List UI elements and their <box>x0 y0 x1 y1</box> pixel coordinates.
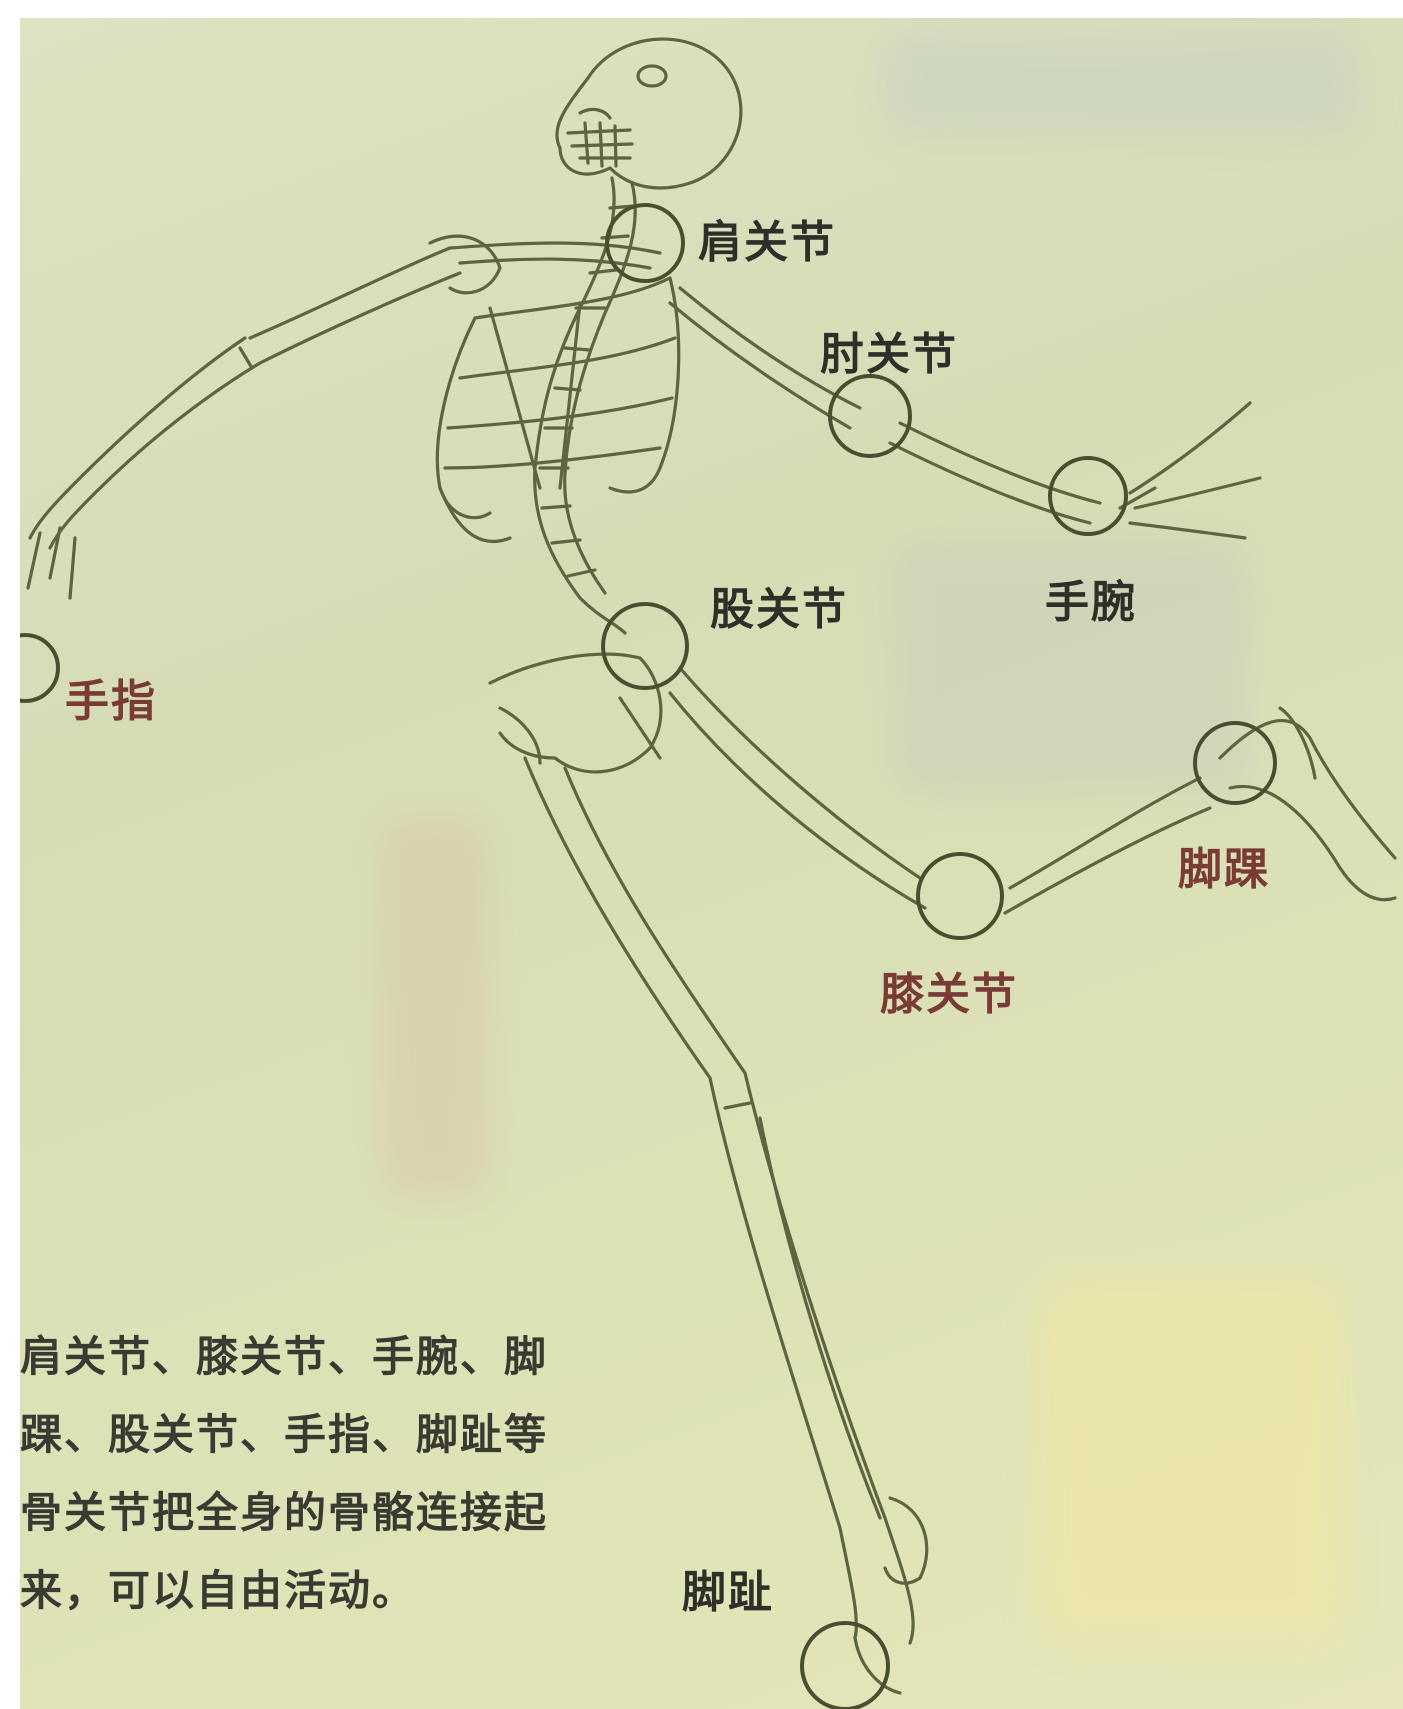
standing-leg <box>525 758 927 1693</box>
label-wrist: 手腕 <box>1045 566 1137 630</box>
caption-text: 肩关节、膝关节、手腕、脚踝、股关节、手指、脚趾等骨关节把全身的骨骼连接起来，可以… <box>20 1318 580 1630</box>
left-arm <box>28 248 460 598</box>
rib-cage <box>437 278 678 541</box>
label-finger: 手指 <box>65 665 157 729</box>
label-ankle: 脚踝 <box>1178 833 1270 897</box>
shoulder-girdle <box>430 236 660 293</box>
label-elbow-joint: 肘关节 <box>820 318 958 382</box>
shoulder-joint-circle <box>607 205 683 281</box>
finger-joint-circle <box>20 635 58 701</box>
skull <box>557 39 741 188</box>
label-hip-joint: 股关节 <box>710 573 848 637</box>
toe-joint-circle <box>802 1623 888 1709</box>
right-arm <box>670 288 1260 538</box>
textbook-page: 肩关节 肘关节 手腕 股关节 手指 脚踝 膝关节 脚趾 肩关节、膝关节、手腕、脚… <box>20 18 1403 1709</box>
label-toe: 脚趾 <box>682 1556 774 1620</box>
label-knee-joint: 膝关节 <box>880 958 1018 1022</box>
knee-joint-circle <box>918 854 1002 938</box>
ankle-joint-circle <box>1195 723 1275 803</box>
raised-leg <box>670 668 1395 913</box>
elbow-joint-circle <box>830 376 910 456</box>
hip-joint-circle <box>603 604 687 688</box>
pelvis <box>490 654 661 772</box>
label-shoulder-joint: 肩关节 <box>698 206 836 270</box>
